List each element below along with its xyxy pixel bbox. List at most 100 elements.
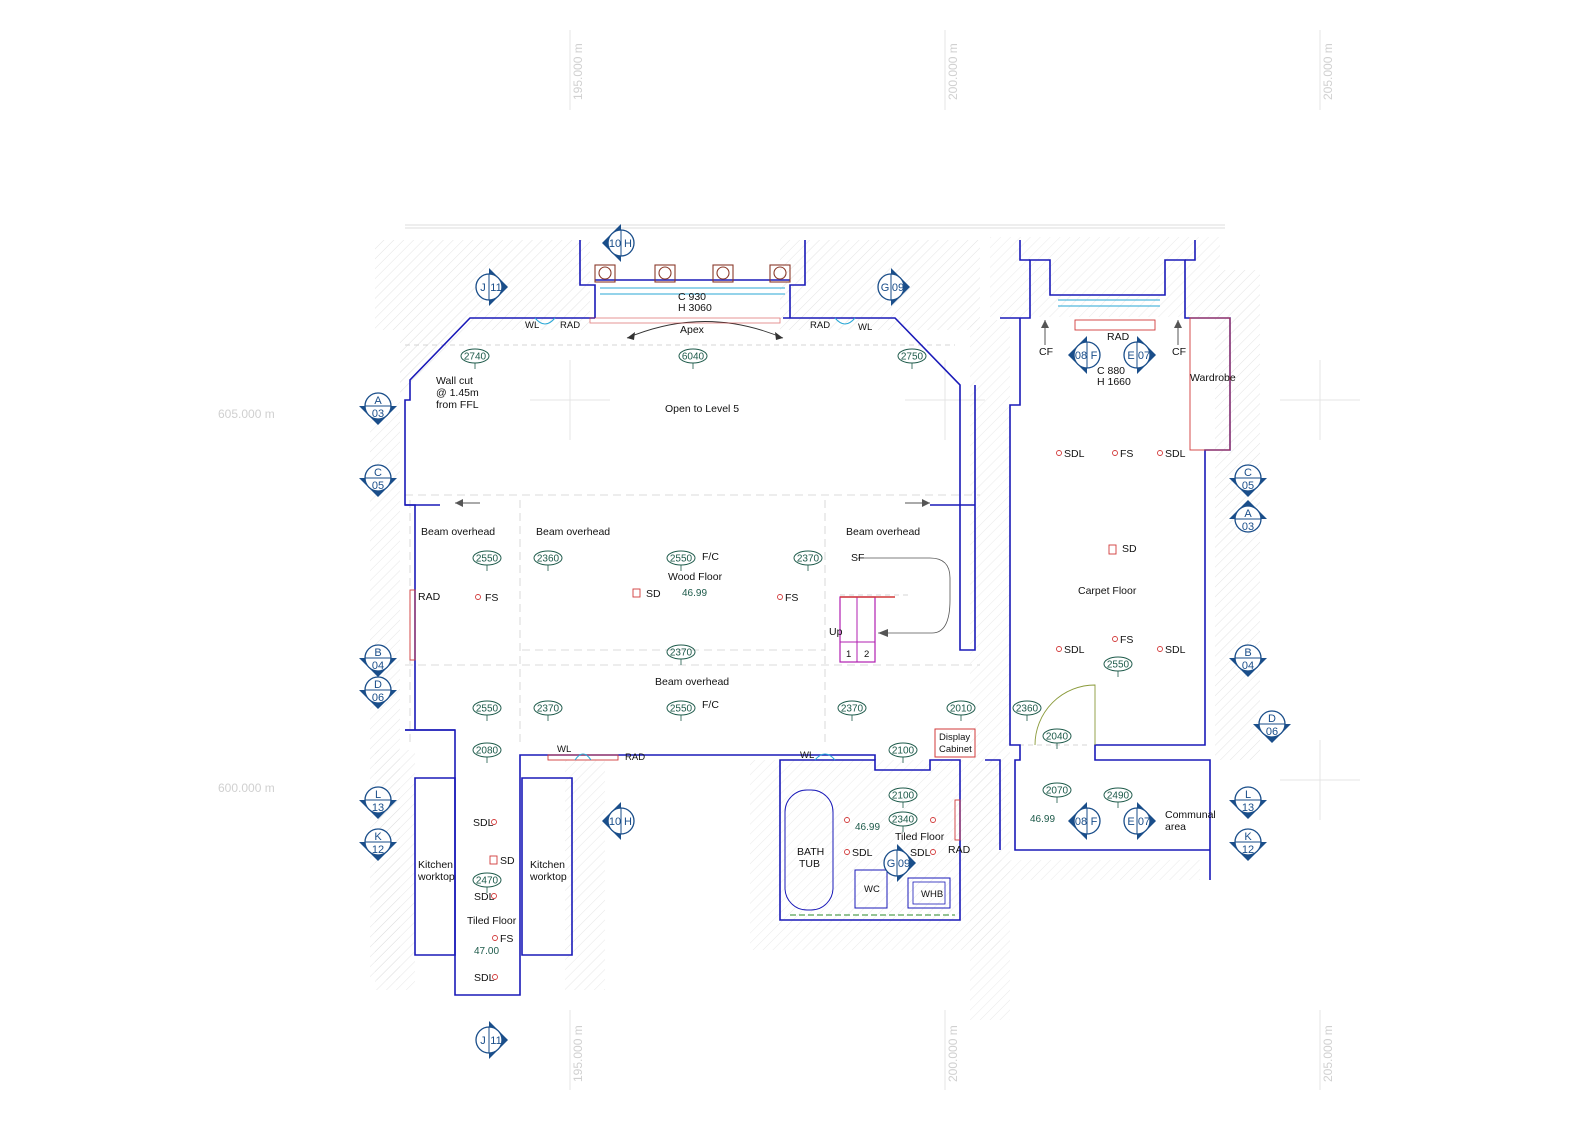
label-beam-1: Beam overhead	[421, 526, 495, 538]
section-tag-number: 06	[1266, 726, 1278, 738]
doors	[626, 321, 1096, 746]
label-wall-cut-2: @ 1.45m	[436, 387, 479, 399]
label-wall-cut-1: Wall cut	[436, 375, 473, 387]
section-tag-letter: E	[1127, 816, 1134, 828]
label-rad-right: RAD	[810, 320, 830, 331]
height-2040-19: 2040	[1042, 728, 1072, 749]
section-tag-number: 07	[1138, 816, 1150, 828]
height-2360-4: 2360	[533, 550, 563, 571]
plan-labels: C 930 H 3060 Apex WL RAD RAD WL Wall cut…	[417, 291, 1236, 984]
height-value: 2370	[670, 648, 693, 659]
label-up: Up	[829, 626, 843, 638]
grid-coord-top-3: 205.000 m	[1321, 43, 1335, 100]
label-rad-bath: RAD	[948, 844, 971, 856]
section-tag-letter: G	[881, 282, 890, 294]
section-tag-d06-right: D06	[1253, 710, 1291, 743]
label-fs-k: FS	[500, 933, 513, 945]
section-tag-c05-left: C05	[359, 464, 397, 497]
height-2370-9: 2370	[533, 700, 563, 721]
label-window-h3060: H 3060	[678, 302, 712, 314]
section-tag-letter: 08	[1075, 816, 1087, 828]
label-sdl-k3: SDL	[474, 972, 495, 984]
height-value: 2040	[1046, 732, 1069, 743]
section-tag-number: 12	[372, 844, 384, 856]
height-2750-2: 2750	[897, 348, 927, 369]
label-kitchen-r-1: Kitchen	[530, 859, 565, 871]
label-bath-1: BATH	[797, 846, 824, 858]
height-2550-3: 2550	[472, 550, 502, 571]
label-fs-b1: FS	[1120, 448, 1133, 460]
grid-coord-left-1: 605.000 m	[218, 407, 275, 421]
section-tag-number: 04	[1242, 660, 1254, 672]
section-tag-number: 12	[1242, 844, 1254, 856]
label-wl-right: WL	[858, 322, 872, 333]
section-tag-letter: K	[374, 831, 382, 843]
section-tag-number: F	[1091, 816, 1098, 828]
height-value: 2360	[1016, 704, 1039, 715]
grid-coord-top-2: 200.000 m	[946, 43, 960, 100]
height-6040-1: 6040	[678, 348, 708, 369]
section-tag-letter: A	[374, 395, 382, 407]
grid-coord-left-2: 600.000 m	[218, 781, 275, 795]
section-tag-number: 05	[372, 480, 384, 492]
label-fs-main: FS	[785, 592, 798, 604]
label-display-2: Cabinet	[939, 744, 972, 755]
section-tag-e07-bot: E 07	[1123, 802, 1156, 840]
height-value: 2340	[892, 815, 915, 826]
label-open-to-level: Open to Level 5	[665, 403, 739, 415]
section-tag-number: 13	[372, 802, 384, 814]
height-value: 2370	[841, 704, 864, 715]
label-wc: WC	[864, 884, 880, 895]
height-value: 2080	[476, 746, 499, 757]
grid-coord-bottom-1: 195.000 m	[571, 1025, 585, 1082]
section-tag-letter: A	[1244, 508, 1252, 520]
label-fc-1: F/C	[702, 551, 719, 563]
height-value: 2550	[670, 554, 693, 565]
section-tag-letter: D	[1268, 713, 1276, 725]
section-tag-number: 13	[1242, 802, 1254, 814]
label-rad-bed: RAD	[1107, 331, 1130, 343]
label-rad-main: RAD	[418, 591, 441, 603]
section-tag-l13-right: L13	[1229, 786, 1267, 819]
section-tag-number: 11	[490, 282, 501, 294]
height-value: 2100	[892, 746, 915, 757]
label-wardrobe: Wardrobe	[1190, 372, 1236, 384]
height-value: 2370	[797, 554, 820, 565]
section-tag-letter: B	[374, 647, 381, 659]
height-value: 2550	[476, 554, 499, 565]
section-tag-a03-left: A03	[359, 392, 397, 425]
section-tag-letter: C	[374, 467, 382, 479]
height-value: 2470	[476, 876, 499, 887]
staircase	[839, 557, 951, 663]
label-sd-bed: SD	[1122, 543, 1137, 555]
label-display-1: Display	[939, 732, 970, 743]
height-value: 2550	[1107, 660, 1130, 671]
label-rad-bot: RAD	[625, 752, 645, 763]
label-level-bath: 46.99	[855, 822, 880, 833]
section-tag-k12-left: K12	[359, 828, 397, 861]
section-tag-letter: B	[1244, 647, 1251, 659]
label-level-wood: 46.99	[682, 588, 707, 599]
height-2010-12: 2010	[946, 700, 976, 721]
section-tag-number: 06	[372, 692, 384, 704]
section-tag-number: F	[1091, 350, 1098, 362]
label-window2-h: H 1660	[1097, 376, 1131, 388]
grid-coordinates: 195.000 m 200.000 m 205.000 m 195.000 m …	[218, 30, 1360, 1090]
label-window-c930: C 930	[678, 291, 706, 303]
label-sf: SF	[851, 552, 864, 564]
section-tag-letter: K	[1244, 831, 1252, 843]
height-value: 2360	[537, 554, 560, 565]
label-cf-right: CF	[1172, 346, 1186, 358]
section-tag-number: H	[624, 816, 632, 828]
height-2070-20: 2070	[1042, 782, 1072, 803]
label-sdl-b3: SDL	[1064, 644, 1085, 656]
height-2370-7: 2370	[666, 644, 696, 665]
height-value: 2100	[892, 791, 915, 802]
grid-coord-bottom-2: 200.000 m	[946, 1025, 960, 1082]
section-tag-letter: L	[1245, 789, 1251, 801]
label-sdl-b2: SDL	[1165, 448, 1186, 460]
